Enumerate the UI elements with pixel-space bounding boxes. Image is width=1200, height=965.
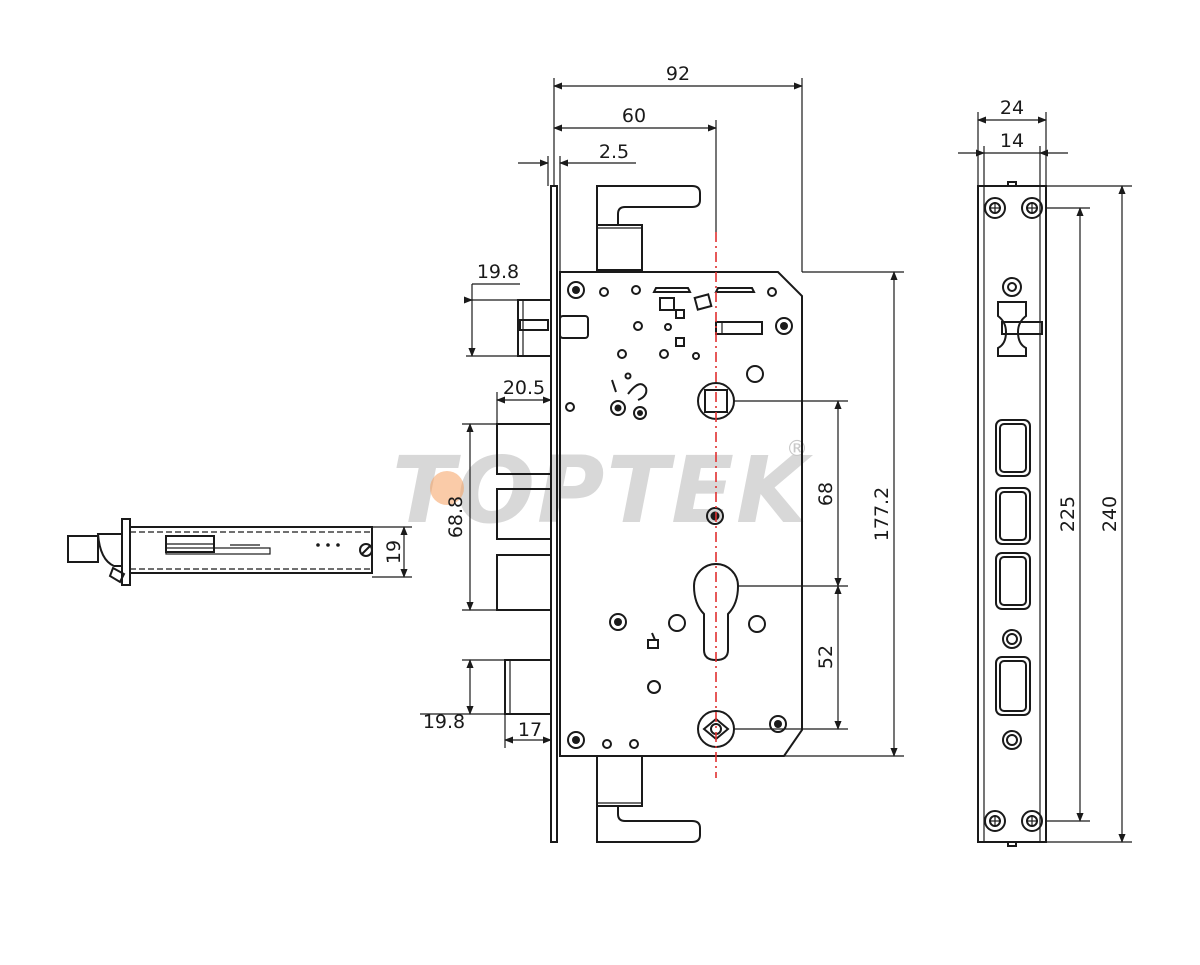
dim-label-width-total: 92 — [666, 63, 690, 85]
dim-label-cylinder-to-bottom: 52 — [815, 645, 837, 669]
dim-label-screw-spacing: 225 — [1057, 496, 1079, 532]
dim-label-bolt-span: 68.8 — [445, 496, 467, 538]
dim-label-case-height: 177.2 — [871, 487, 893, 541]
dimension-lines — [372, 78, 1132, 843]
watermark-registered-mark: ® — [786, 437, 808, 462]
dim-label-bottom-latch-throw: 17 — [518, 719, 542, 741]
dim-label-faceplate-length: 240 — [1099, 496, 1121, 532]
faceplate-screw — [1021, 810, 1043, 832]
faceplate-front-view — [977, 181, 1047, 847]
faceplate-screw — [1021, 197, 1043, 219]
dim-label-backset: 60 — [622, 105, 646, 127]
side-view — [67, 518, 373, 586]
watermark: TOPTEK ® — [392, 437, 811, 544]
dim-label-top-latch-height: 19.8 — [477, 261, 519, 283]
dim-label-faceplate-inner-width: 14 — [1000, 130, 1024, 152]
faceplate-screw — [984, 197, 1006, 219]
dim-label-handle-to-cylinder: 68 — [815, 482, 837, 506]
faceplate-screw — [984, 810, 1006, 832]
dim-label-bolt-throw: 20.5 — [503, 377, 545, 399]
dim-label-faceplate-width: 24 — [1000, 97, 1024, 119]
watermark-accent-dot — [430, 471, 464, 505]
dim-label-faceplate-thickness: 2.5 — [599, 141, 629, 163]
dim-label-bottom-latch-height: 19.8 — [423, 711, 465, 733]
dim-label-side-thickness: 19 — [383, 540, 405, 564]
dimension-labels: 92 60 2.5 19.8 20.5 68.8 19.8 17 19 68 5… — [383, 63, 1121, 741]
lock-body — [496, 185, 803, 843]
